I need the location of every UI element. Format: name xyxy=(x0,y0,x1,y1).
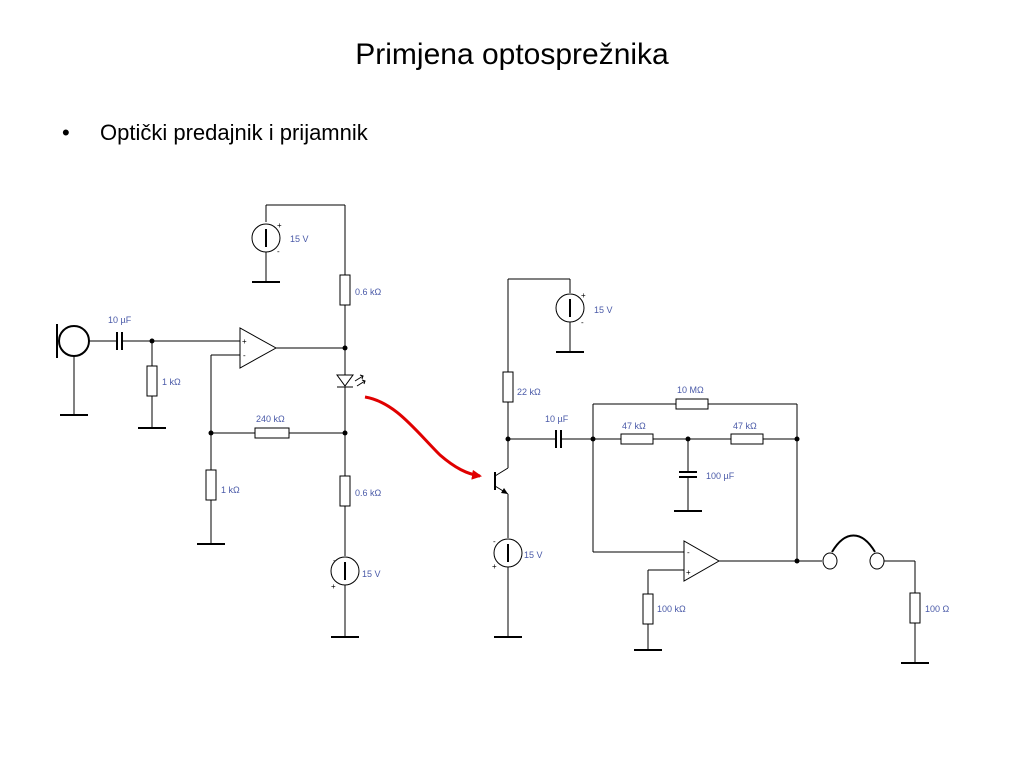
capacitor-input xyxy=(116,332,123,350)
resistor-100k xyxy=(642,593,654,625)
resistor-top-left xyxy=(339,274,351,306)
capacitor-100u-label: 100 µF xyxy=(706,471,735,481)
headphones-icon xyxy=(822,534,885,570)
vsrc3-plus-sign: + xyxy=(581,291,586,300)
resistor-47k-b-label: 47 kΩ xyxy=(733,421,757,431)
led-icon xyxy=(336,374,366,388)
capacitor-coupling xyxy=(555,430,562,448)
microphone-icon xyxy=(56,324,90,358)
voltage-source-bottom-left-label: 15 V xyxy=(362,569,381,579)
resistor-load-label: 100 Ω xyxy=(925,604,950,614)
resistor-47k-a-label: 47 kΩ xyxy=(622,421,646,431)
resistor-collector-label: 22 kΩ xyxy=(517,387,541,397)
resistor-gain-label: 1 kΩ xyxy=(221,485,240,495)
opamp2-plus-sign: + xyxy=(686,568,691,577)
resistor-10m xyxy=(675,398,709,410)
resistor-load xyxy=(909,592,921,624)
resistor-100k-label: 100 kΩ xyxy=(657,604,686,614)
slide-title: Primjena optosprežnika xyxy=(355,38,669,71)
opamp-receiver: - + xyxy=(683,540,721,582)
opamp-minus-sign: - xyxy=(243,351,246,360)
capacitor-100u xyxy=(679,471,697,478)
resistor-collector xyxy=(502,371,514,403)
resistor-bottom-left-label: 0.6 kΩ xyxy=(355,488,382,498)
capacitor-coupling-label: 10 µF xyxy=(545,414,569,424)
transmitter-circuit: 10 µF 1 kΩ + - 240 kΩ 1 kΩ xyxy=(56,204,382,638)
bullet-item: • Optički predajnik i prijamnik xyxy=(62,120,368,146)
vsrc2-plus-sign: + xyxy=(331,582,336,591)
voltage-source-top-left-label: 15 V xyxy=(290,234,309,244)
bullet-symbol: • xyxy=(62,120,70,145)
optical-link-arrow xyxy=(364,395,482,480)
resistor-bottom-left xyxy=(339,475,351,507)
vsrc-minus-sign: - xyxy=(277,247,280,256)
capacitor-input-label: 10 µF xyxy=(108,315,132,325)
vsrc4-plus-sign: + xyxy=(492,562,497,571)
voltage-source-right-label: 15 V xyxy=(594,305,613,315)
vsrc3-minus-sign: - xyxy=(581,318,584,327)
resistor-input-label: 1 kΩ xyxy=(162,377,181,387)
resistor-gain xyxy=(205,469,217,501)
opamp2-minus-sign: - xyxy=(687,548,690,557)
receiver-circuit: + - 15 V 22 kΩ - + 15 V 10 µF xyxy=(492,278,950,664)
resistor-top-left-label: 0.6 kΩ xyxy=(355,287,382,297)
resistor-10m-label: 10 MΩ xyxy=(677,385,704,395)
resistor-47k-a xyxy=(620,433,654,445)
resistor-47k-b xyxy=(730,433,764,445)
opamp-transmitter: + - xyxy=(239,327,278,369)
opamp-plus-sign: + xyxy=(242,337,247,346)
voltage-source-emitter-label: 15 V xyxy=(524,550,543,560)
resistor-feedback-label: 240 kΩ xyxy=(256,414,285,424)
resistor-input xyxy=(146,365,158,397)
phototransistor-icon xyxy=(494,467,509,495)
resistor-feedback xyxy=(254,427,290,439)
bullet-text: Optički predajnik i prijamnik xyxy=(100,120,368,145)
vsrc2-minus-sign: - xyxy=(333,556,336,565)
vsrc4-minus-sign: - xyxy=(493,537,496,546)
vsrc-plus-sign: + xyxy=(277,221,282,230)
